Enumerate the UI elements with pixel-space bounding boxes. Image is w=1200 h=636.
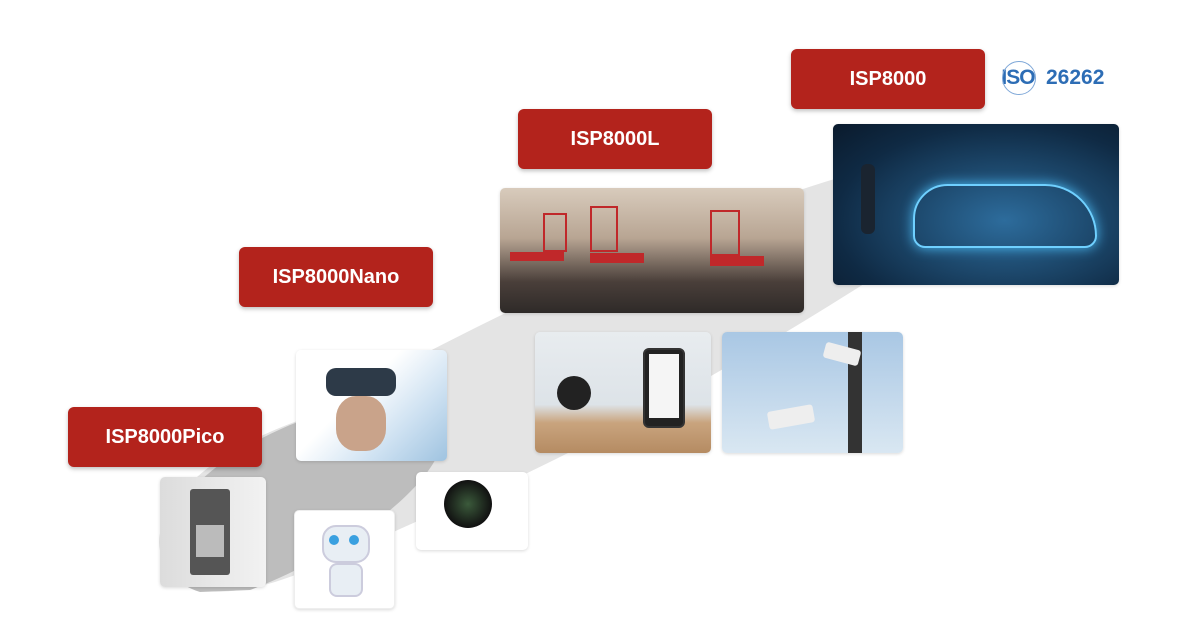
iso-number: 26262 — [1046, 66, 1105, 89]
crowd-face-detection-image — [500, 188, 804, 313]
home-camera-phone-image — [535, 332, 711, 453]
iso-globe-icon: ISO — [996, 61, 1040, 95]
automotive-car-image — [833, 124, 1119, 285]
tier-label-isp8000: ISP8000 — [791, 49, 985, 109]
tier-label-isp8000nano: ISP8000Nano — [239, 247, 433, 307]
tier-label-isp8000pico: ISP8000Pico — [68, 407, 262, 467]
vr-headset-image — [296, 350, 447, 461]
camera-lens-image — [416, 472, 528, 550]
iso-26262-logo: ISO 26262 — [996, 61, 1105, 95]
iso-prefix: ISO — [1001, 66, 1035, 89]
doorbell-image — [160, 477, 266, 587]
robot-image — [294, 510, 395, 609]
cctv-cameras-image — [722, 332, 903, 453]
tier-label-isp8000l: ISP8000L — [518, 109, 712, 169]
